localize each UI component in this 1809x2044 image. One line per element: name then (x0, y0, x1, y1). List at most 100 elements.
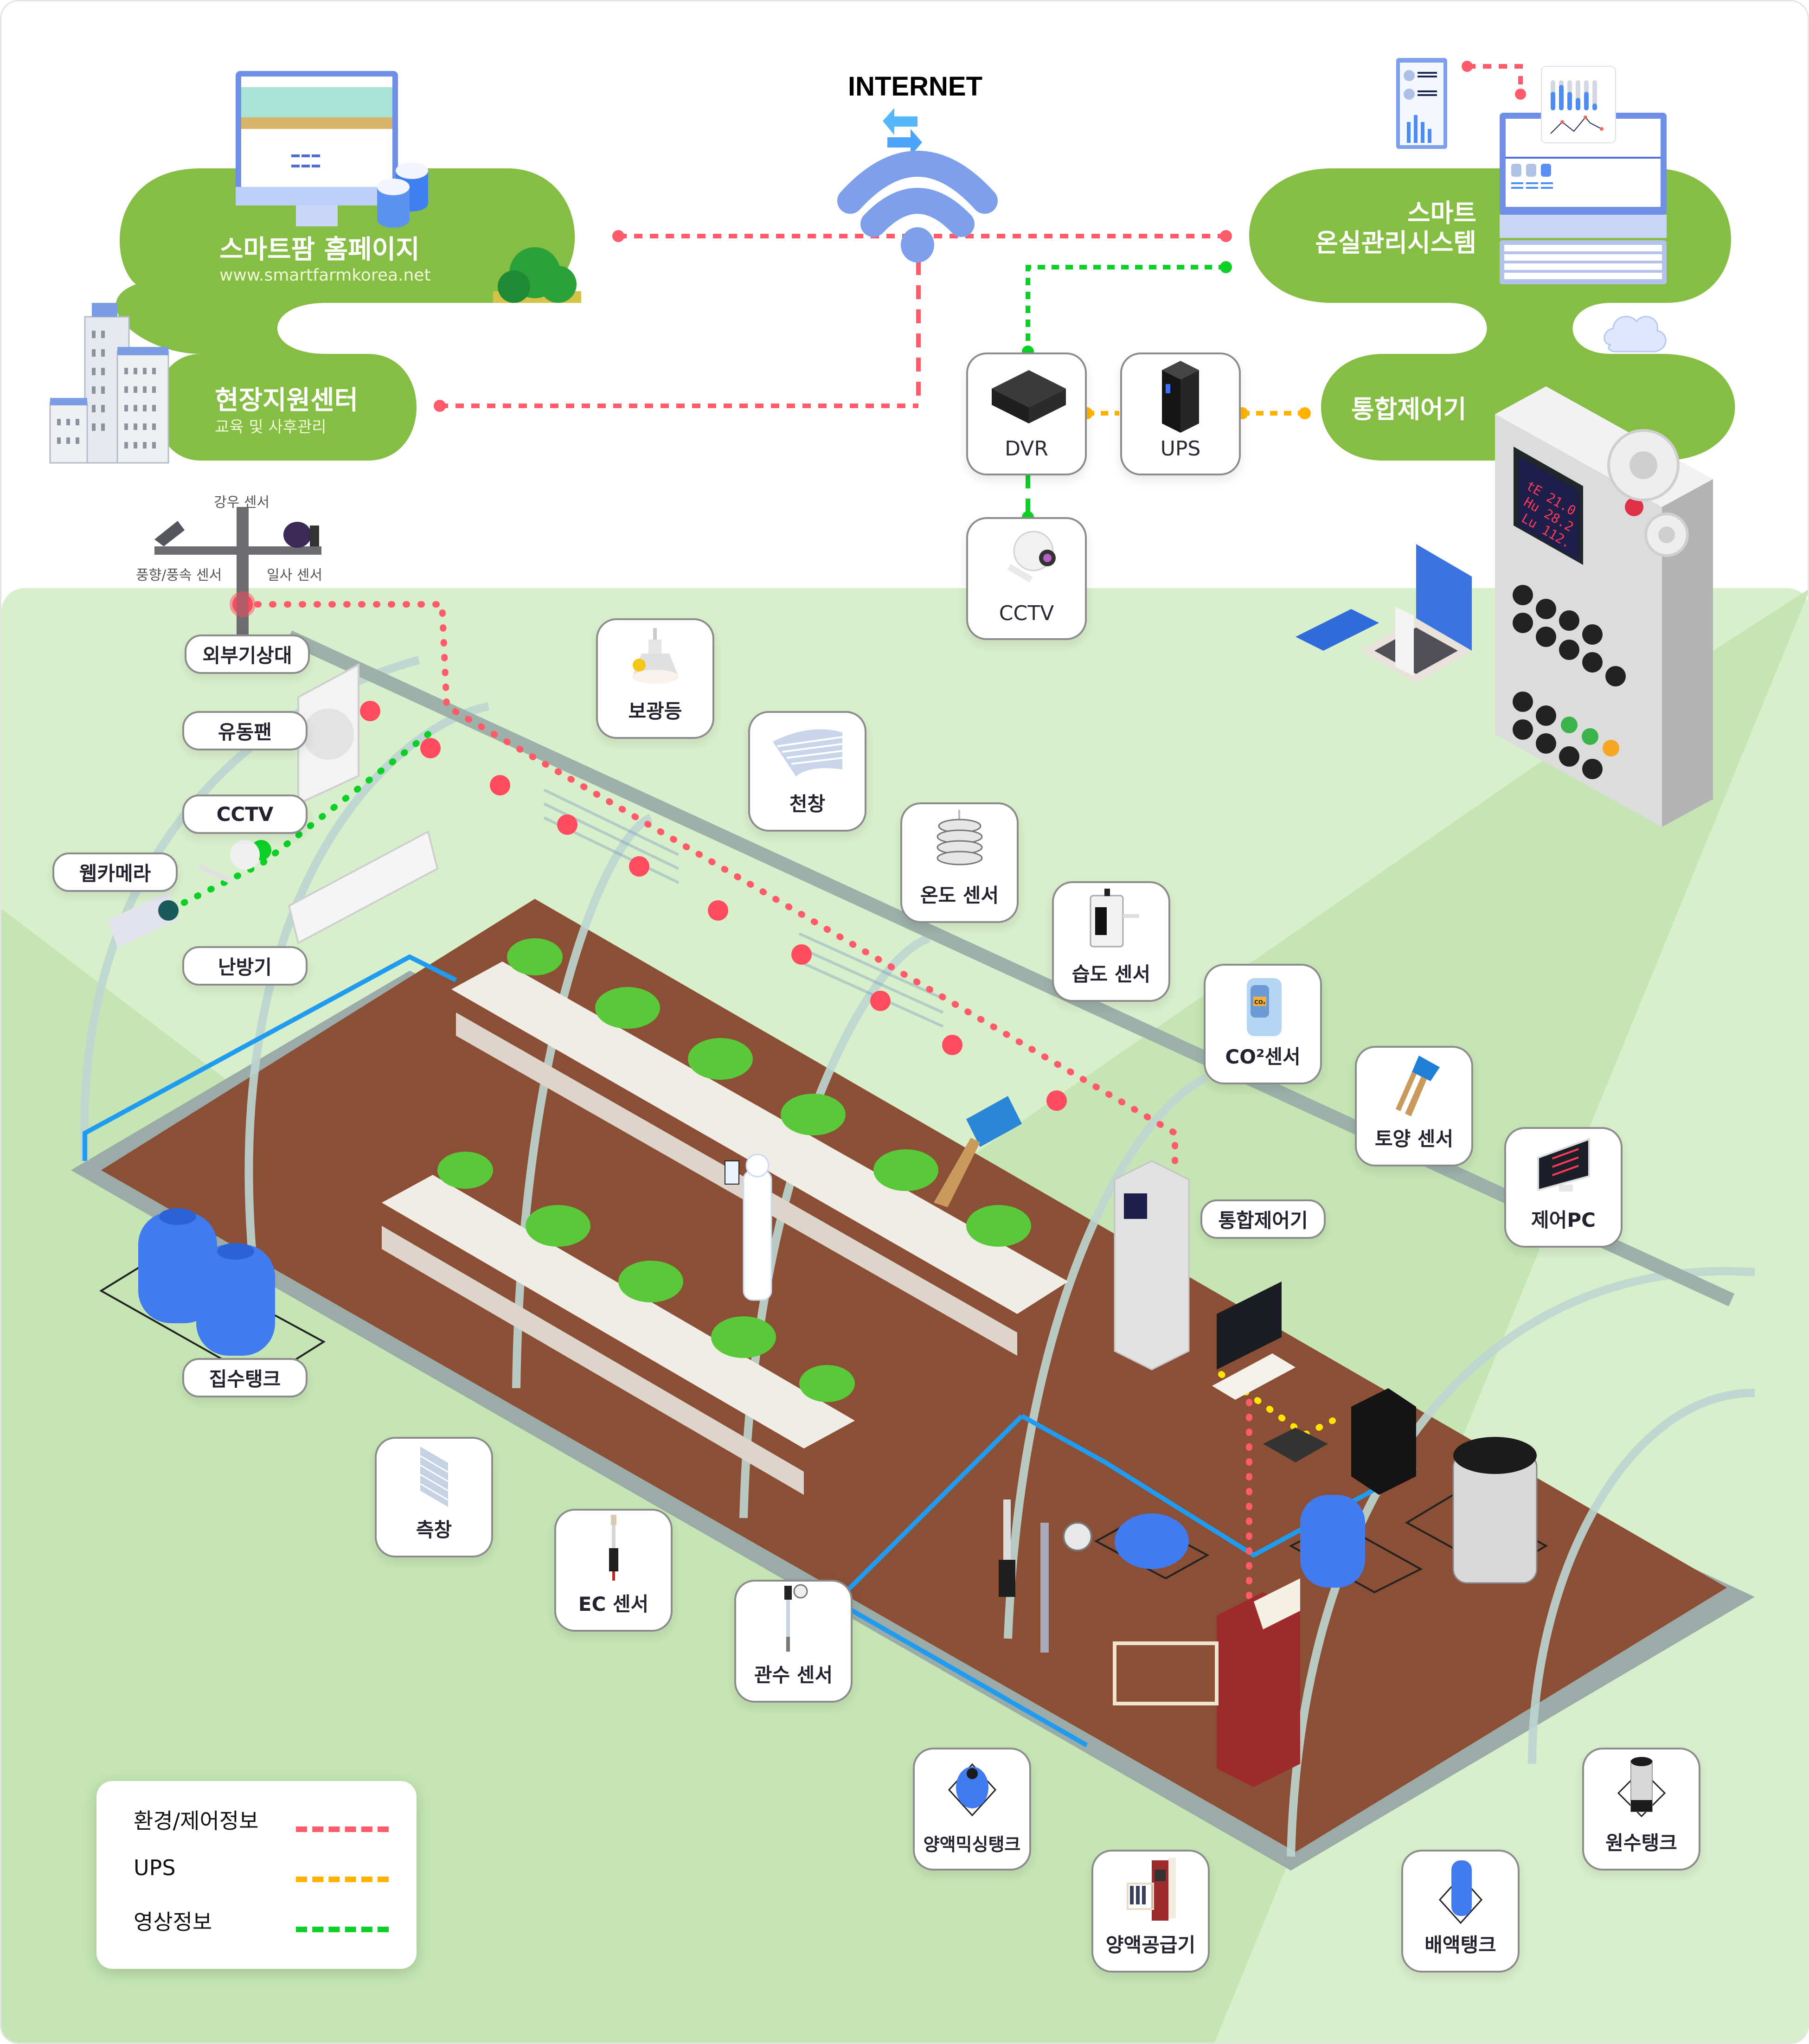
worker-figure-icon (725, 1153, 772, 1301)
card-humidity-sensor[interactable]: 습도 센서 (1052, 881, 1170, 1002)
mixing-tank-icon (1094, 1513, 1210, 1580)
card-irrigation-sensor[interactable]: 관수 센서 (734, 1580, 853, 1703)
wind-sensor-label: 풍향/풍속 센서 (136, 567, 222, 583)
report-tablet-icon (1396, 58, 1447, 149)
card-label: EC 센서 (578, 1593, 649, 1615)
homepage-monitor-icon (236, 71, 398, 226)
floor-tensiometer-icon (1040, 1522, 1092, 1653)
inner-ups-icon (1351, 1388, 1416, 1495)
monitor-icon (1537, 1137, 1590, 1192)
card-label: 관수 센서 (754, 1664, 833, 1686)
support-center-title: 현장지원센터 (215, 385, 359, 416)
arrow-left-icon (883, 108, 917, 135)
circulation-fan-icon (297, 663, 359, 806)
card-label: CO²센서 (1225, 1045, 1301, 1068)
chart-card-icon (1541, 66, 1616, 143)
cctv-indoor-label[interactable]: CCTV (182, 795, 308, 834)
lamp-icon (632, 628, 679, 684)
card-temperature-sensor[interactable]: 온도 센서 (900, 802, 1019, 923)
cctv-camera-icon (1007, 531, 1056, 583)
card-control-pc[interactable]: 제어PC (1504, 1127, 1623, 1248)
planting-bed-back (451, 961, 1068, 1314)
video-line-greenhouse (165, 731, 431, 914)
weather-station-label[interactable]: 외부기상대 (185, 634, 310, 674)
inner-integrated-controller-label[interactable]: 통합제어기 (1200, 1199, 1326, 1239)
legend-label: UPS (134, 1855, 176, 1880)
collection-tank-label[interactable]: 집수탱크 (182, 1358, 308, 1397)
card-nutrient-supplier[interactable]: 양액공급기 (1091, 1850, 1210, 1973)
inner-control-cabinet-icon (1114, 1160, 1190, 1371)
card-label: 배액탱크 (1424, 1934, 1496, 1956)
cloud-icon (1604, 315, 1667, 352)
webcam-label[interactable]: 웹카메라 (52, 852, 178, 892)
bush-icon (493, 247, 581, 303)
ups-label: UPS (1160, 437, 1201, 461)
indoor-cctv-icon (198, 840, 260, 883)
ec-probe-icon (609, 1515, 618, 1581)
homepage-url[interactable]: www.smartfarmkorea.net (219, 266, 431, 285)
ups-card[interactable]: UPS (1120, 352, 1241, 475)
nutrient-supplier-machine-icon (1113, 1578, 1300, 1787)
rain-sensor-label: 강우 센서 (214, 494, 269, 511)
dvr-icon (992, 370, 1066, 423)
co2-sensor-icon: CO₂ (1246, 978, 1282, 1036)
mixing-tank-icon (948, 1763, 996, 1817)
roof-vent-icon (772, 729, 842, 776)
card-label: 토양 센서 (1374, 1128, 1454, 1150)
card-label: 양액믹싱탱크 (923, 1834, 1021, 1855)
cctv-card[interactable]: CCTV (966, 517, 1087, 640)
soil-moisture-probe-icon (934, 1096, 1022, 1207)
card-roof-window[interactable]: 천창 (748, 711, 866, 832)
building-icon (49, 303, 169, 464)
legend-item-ups: UPS (134, 1855, 176, 1880)
webcam-icon (108, 892, 179, 948)
dvr-card[interactable]: DVR (966, 352, 1087, 475)
card-label: 측창 (416, 1519, 452, 1541)
laptop-tablet-icon (1296, 544, 1472, 683)
card-label: 습도 센서 (1071, 963, 1151, 986)
support-center-subtitle: 교육 및 사후관리 (215, 418, 327, 436)
card-label: 천창 (789, 793, 826, 815)
line-endpoint-dot (1220, 230, 1232, 242)
raw-water-tank-icon (1617, 1757, 1666, 1818)
planting-bed-front (382, 1175, 855, 1448)
heater-icon (288, 830, 439, 944)
homepage-blob (115, 168, 575, 461)
solar-sensor-label: 일사 센서 (267, 567, 322, 583)
card-drain-tank[interactable]: 배액탱크 (1401, 1850, 1520, 1973)
drain-tank-icon (1289, 1495, 1423, 1594)
internet-label: INTERNET (848, 71, 982, 102)
control-cabinet-icon: tE 21.0 Hu 28.2 Lu 112. (1495, 386, 1713, 827)
greenhouse-ridge (286, 630, 1735, 1307)
side-window-icon (419, 1446, 449, 1507)
card-nutrient-mixing-tank[interactable]: 양액믹싱탱크 (913, 1748, 1031, 1871)
gear-icon (1607, 429, 1680, 501)
management-title-line2: 온실관리시스템 (1315, 228, 1476, 257)
cctv-label: CCTV (999, 602, 1054, 625)
heater-label[interactable]: 난방기 (182, 946, 308, 986)
card-ec-sensor[interactable]: EC 센서 (554, 1509, 673, 1632)
card-co2-sensor[interactable]: CO₂ CO²센서 (1204, 964, 1322, 1084)
card-soil-sensor[interactable]: 토양 센서 (1355, 1046, 1473, 1166)
greenhouse-soil (101, 899, 1727, 1852)
legend-label: 환경/제어정보 (134, 1808, 259, 1833)
integrated-controller-title: 통합제어기 (1351, 395, 1467, 424)
control-pc-desk-icon (1212, 1282, 1296, 1400)
legend-line-video (296, 1927, 389, 1932)
card-label: 온도 센서 (920, 884, 999, 907)
legend: 환경/제어정보 UPS 영상정보 (96, 1781, 417, 1969)
card-supplemental-light[interactable]: 보광등 (596, 618, 714, 739)
circulation-fan-label[interactable]: 유동팬 (182, 711, 308, 750)
management-system-title: 스마트 온실관리시스템 (1291, 199, 1476, 258)
legend-item-env: 환경/제어정보 (134, 1804, 258, 1835)
card-label: 양액공급기 (1105, 1934, 1196, 1956)
ups-icon (1162, 361, 1199, 433)
card-raw-water-tank[interactable]: 원수탱크 (1582, 1748, 1700, 1871)
card-side-window[interactable]: 측창 (375, 1437, 493, 1557)
tensiometer-icon (784, 1584, 808, 1652)
inner-dvr-icon (1263, 1428, 1328, 1462)
card-label: 제어PC (1531, 1209, 1596, 1231)
greenhouse-scene (71, 507, 1755, 1871)
env-line-greenhouse (239, 601, 1178, 1164)
